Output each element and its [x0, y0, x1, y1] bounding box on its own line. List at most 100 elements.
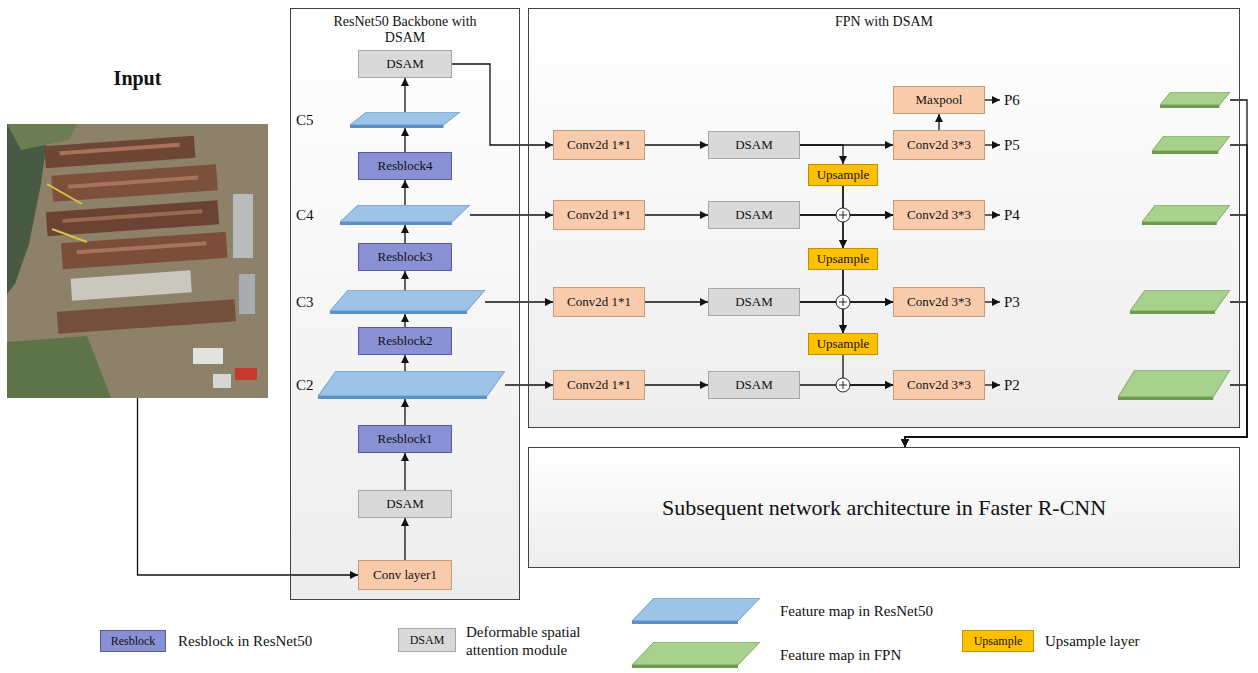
vegetation	[7, 336, 111, 398]
connector-arrow	[645, 214, 708, 215]
connector-arrow	[800, 215, 843, 248]
sum-symbol	[836, 208, 850, 222]
conv-box: Conv2d 1*1	[553, 370, 645, 400]
fpn-map: P5	[1000, 136, 1230, 154]
feature-map-shape	[296, 371, 505, 399]
connector-arrow	[645, 144, 708, 145]
feature-map-shape	[296, 205, 470, 225]
upsample-box: Upsample	[808, 333, 878, 355]
connector-arrow	[404, 180, 405, 205]
panel-ground	[290, 8, 520, 600]
legend-swatch	[632, 642, 760, 668]
sum-circle	[836, 378, 850, 392]
node-text: DSAM	[735, 378, 773, 393]
dock	[57, 299, 236, 333]
node-text: Conv2d 1*1	[567, 208, 631, 223]
attention-box: DSAM	[708, 131, 800, 159]
attention-box: DSAM	[358, 490, 452, 518]
feature-map-edge	[350, 125, 444, 128]
sum-circle	[836, 208, 850, 222]
connector-arrow	[404, 78, 405, 112]
conv-box: Conv2d 1*1	[553, 200, 645, 230]
connector-arrow	[485, 301, 553, 302]
feature-map-edge	[1118, 397, 1213, 400]
fpn-map: P4	[1000, 205, 1230, 225]
deck	[62, 209, 202, 223]
feature-map-face	[350, 112, 460, 125]
node-text: Conv2d 3*3	[907, 138, 971, 153]
feature-map: C3	[296, 290, 485, 314]
node-text: Upsample	[817, 252, 870, 267]
panel-ground	[528, 8, 1240, 428]
node-text: Conv layer1	[373, 568, 437, 583]
connector-arrow	[905, 215, 1247, 447]
connector-arrow	[404, 518, 405, 560]
plus-sign	[839, 298, 847, 306]
feature-map-label: P6	[1000, 93, 1020, 108]
node-text: Resblock3	[378, 250, 433, 265]
node-text: DSAM	[386, 497, 424, 512]
connector-arrow	[645, 384, 708, 385]
satellite-image	[7, 124, 268, 398]
legend-swatch	[632, 598, 760, 624]
connector-arrow	[905, 145, 1247, 447]
ship	[71, 270, 192, 300]
connector-arrow	[404, 399, 405, 425]
feature-map-label: C4	[296, 208, 314, 223]
feature-map-shape	[1000, 370, 1230, 400]
conv-box: Conv2d 3*3	[893, 200, 985, 230]
fpn-map: P3	[1000, 290, 1230, 314]
upsample-box: Upsample	[808, 248, 878, 270]
legend-text: Deformable spatial attention module	[466, 623, 616, 659]
node-text: Conv2d 1*1	[567, 295, 631, 310]
node-text: Resblock2	[378, 334, 433, 349]
water	[7, 124, 49, 294]
connector-arrow	[800, 302, 843, 333]
input-image: Input	[7, 66, 268, 398]
connector-arrow	[985, 144, 1000, 145]
node-text: Conv2d 3*3	[907, 295, 971, 310]
node-text: DSAM	[735, 295, 773, 310]
attention-box: DSAM	[708, 201, 800, 229]
connector-arrow	[404, 271, 405, 290]
node-text: Conv2d 1*1	[567, 378, 631, 393]
node-text: Subsequent network architecture in Faste…	[662, 495, 1106, 521]
attention-box: DSAM	[708, 371, 800, 399]
feature-map-face	[1160, 92, 1230, 105]
feature-map-face	[330, 290, 485, 311]
feature-map-shape	[296, 290, 485, 314]
feature-map-label: C2	[296, 378, 314, 393]
feature-map-label: P4	[1000, 208, 1020, 223]
plus-sign	[839, 381, 847, 389]
docks	[41, 134, 236, 334]
deck	[77, 241, 207, 254]
subsequent-box: Subsequent network architecture in Faste…	[528, 447, 1240, 568]
feature-map-edge	[1142, 222, 1217, 225]
connector-arrow	[985, 214, 1000, 215]
resblock-box: Resblock4	[358, 152, 452, 180]
feature-map-shape	[296, 112, 460, 128]
dock	[44, 136, 195, 168]
legend-text: Feature map in ResNet50	[780, 602, 980, 620]
connector-arrow	[645, 301, 708, 302]
connector-arrow	[843, 270, 893, 302]
feature-map-edge	[330, 311, 467, 314]
feature-map-shape	[1000, 205, 1230, 225]
node-text: Conv2d 3*3	[907, 378, 971, 393]
connector-arrow	[404, 225, 405, 243]
node-text: Maxpool	[916, 93, 963, 108]
connector-arrow	[985, 99, 1000, 100]
node-text: Upsample	[817, 168, 870, 183]
feature-map-face	[1142, 205, 1230, 222]
deck	[68, 176, 198, 189]
swatch-label: DSAM	[410, 634, 445, 646]
conv-box: Maxpool	[893, 86, 985, 114]
connector-arrow	[985, 301, 1000, 302]
crane	[47, 184, 82, 204]
conv-box: Conv2d 1*1	[553, 130, 645, 160]
feature-map-face	[1118, 370, 1230, 397]
legend-text: Upsample layer	[1045, 632, 1225, 650]
fpn-map: P6	[1000, 92, 1230, 108]
